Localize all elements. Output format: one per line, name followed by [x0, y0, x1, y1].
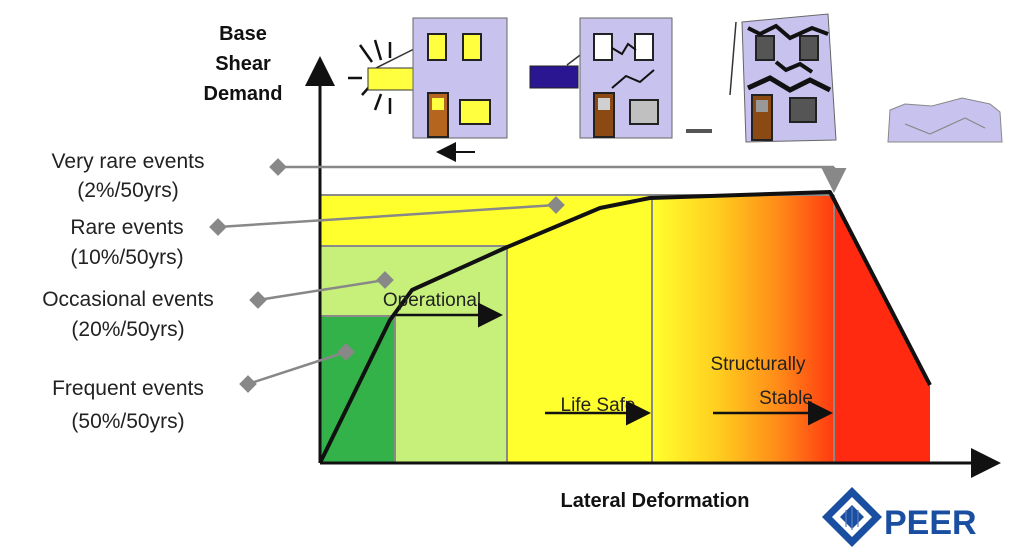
event-label-frequent: Frequent events	[52, 377, 204, 400]
y-axis-title-line1: Base	[219, 23, 267, 45]
performance-labels: Operational Life Safe Structurally Stabl…	[383, 290, 833, 426]
y-axis-title-line2: Shear	[215, 53, 271, 75]
region-stable-gradient	[652, 195, 834, 463]
peer-logo-text: PEER	[884, 504, 977, 542]
label-structurally: Structurally	[710, 354, 806, 375]
peer-logo: PEER	[822, 487, 977, 547]
building-intact-icon	[348, 17, 508, 162]
event-freq-occasional: (20%/50yrs)	[71, 318, 184, 341]
label-life-safe: Life Safe	[561, 395, 636, 416]
region-collapse	[834, 195, 930, 463]
event-labels: Very rare events (2%/50yrs) Rare events …	[42, 150, 214, 433]
event-freq-rare: (10%/50yrs)	[70, 246, 183, 269]
event-freq-very-rare: (2%/50yrs)	[77, 179, 179, 202]
event-label-very-rare: Very rare events	[52, 150, 205, 173]
peer-logo-mark-icon	[822, 487, 882, 547]
building-illustrations	[348, 13, 1003, 162]
label-operational: Operational	[383, 290, 481, 311]
building-collapsed-icon	[887, 97, 1003, 143]
building-cracked-icon	[529, 17, 712, 139]
leader-lines	[209, 158, 847, 393]
capacity-curve	[318, 190, 932, 464]
demand-regions	[320, 195, 930, 463]
event-label-rare: Rare events	[70, 216, 183, 239]
event-freq-frequent: (50%/50yrs)	[71, 410, 184, 433]
label-stable: Stable	[759, 388, 813, 409]
building-damaged-icon	[729, 13, 837, 143]
event-label-occasional: Occasional events	[42, 288, 214, 311]
y-axis-title-line3: Demand	[204, 83, 283, 105]
x-axis-title: Lateral Deformation	[561, 490, 750, 512]
